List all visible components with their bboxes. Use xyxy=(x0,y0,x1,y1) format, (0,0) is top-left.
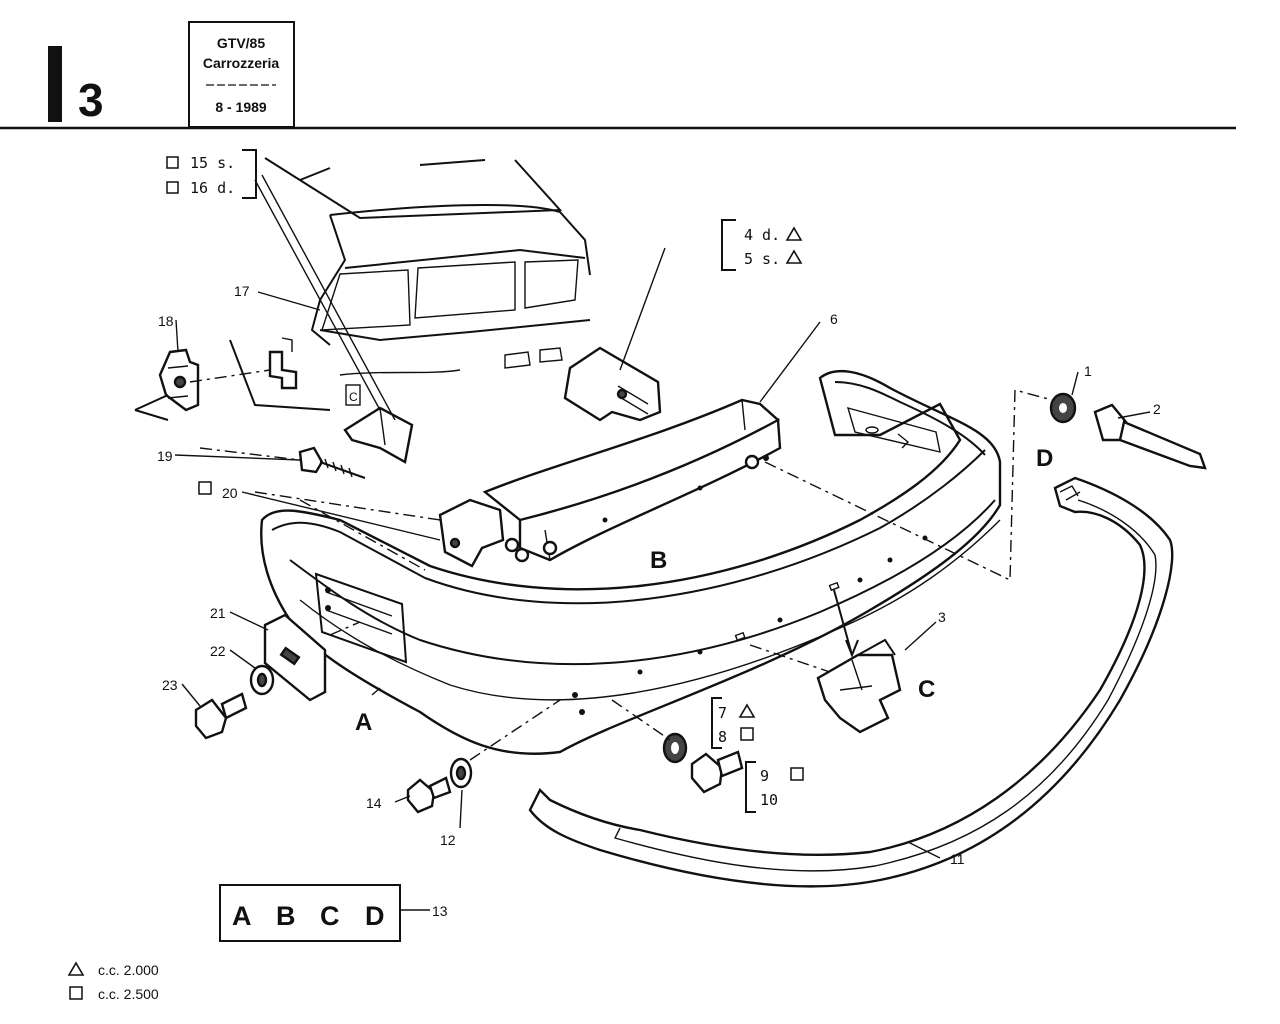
square-mark-20 xyxy=(198,481,212,495)
callout-3: 3 xyxy=(938,609,946,625)
kit-letter-a: A xyxy=(232,901,252,931)
leader-lines xyxy=(134,174,1151,911)
triangle-mark-4 xyxy=(785,226,803,241)
assembly-letter-b: B xyxy=(650,547,667,574)
model-label: GTV/85 xyxy=(217,35,265,51)
part-21-pad[interactable] xyxy=(263,613,327,702)
part-23-bolt[interactable] xyxy=(194,692,248,740)
kit-box-frame xyxy=(219,884,401,942)
callout-9: 9 xyxy=(760,767,769,785)
square-mark-16 xyxy=(166,181,179,194)
triangle-mark-5 xyxy=(785,249,803,264)
part-14-bolt[interactable] xyxy=(406,776,452,814)
date-label: 8 - 1989 xyxy=(215,99,267,115)
assembly-letters: A B C D xyxy=(355,445,1053,736)
car-rear-outline: C xyxy=(229,157,591,411)
square-mark-9 xyxy=(790,767,804,781)
callout-10: 10 xyxy=(760,791,778,809)
callout-13: 13 xyxy=(432,903,448,919)
callout-21: 21 xyxy=(210,605,226,621)
part-20-bracket[interactable] xyxy=(438,498,530,568)
callout-17: 17 xyxy=(234,283,250,299)
part-12-washer[interactable] xyxy=(449,757,473,789)
legend-square-text: c.c. 2.500 xyxy=(98,986,159,1002)
assembly-letter-c: C xyxy=(918,676,935,703)
exhaust-mark: C xyxy=(349,390,358,404)
part-1-washer[interactable] xyxy=(1049,392,1077,424)
callout-15: 15 s. xyxy=(190,154,235,172)
legend-triangle-text: c.c. 2.000 xyxy=(98,962,159,978)
header: 3 GTV/85 Carrozzeria 8 - 1989 xyxy=(0,21,1236,130)
legend: c.c. 2.000 c.c. 2.500 xyxy=(67,961,159,1002)
part-7-8-washer[interactable] xyxy=(662,732,688,764)
callout-22: 22 xyxy=(210,643,226,659)
callout-19: 19 xyxy=(157,448,173,464)
kit-letter-b: B xyxy=(276,901,296,931)
section-number: 3 xyxy=(78,74,104,126)
part-9-10-bolt[interactable] xyxy=(690,750,744,794)
part-4-5-bracket[interactable] xyxy=(563,346,662,422)
callout-8: 8 xyxy=(718,728,727,746)
part-17-bracket[interactable] xyxy=(268,337,298,390)
kit-letter-c: C xyxy=(320,901,340,931)
kit-letter-d: D xyxy=(365,901,385,931)
square-mark-15 xyxy=(166,156,179,169)
legend-square-icon xyxy=(69,986,83,1000)
part-22-washer[interactable] xyxy=(249,664,275,696)
callout-12: 12 xyxy=(440,832,456,848)
part-18-clip[interactable] xyxy=(158,348,200,412)
callout-labels: 1 2 3 6 11 12 14 17 18 19 20 21 22 23 13… xyxy=(157,149,1161,919)
part-6-reinforcement-beam[interactable] xyxy=(482,398,782,562)
legend-triangle-icon xyxy=(67,961,85,976)
callout-7: 7 xyxy=(718,704,727,722)
callout-14: 14 xyxy=(366,795,382,811)
callout-4: 4 d. xyxy=(744,226,780,244)
part-3-clip[interactable] xyxy=(816,638,902,734)
kit-box-13: A B C D xyxy=(219,884,401,942)
part-19-stud[interactable] xyxy=(298,446,366,479)
callout-11: 11 xyxy=(950,851,965,867)
section-letter-bar xyxy=(48,46,62,122)
part-2-pin[interactable] xyxy=(1093,403,1207,470)
group-label: Carrozzeria xyxy=(203,55,279,71)
part-a-bumper-shell[interactable] xyxy=(260,370,1002,755)
assembly-lines xyxy=(189,369,1053,761)
callout-23: 23 xyxy=(162,677,178,693)
triangle-mark-7 xyxy=(738,703,756,718)
square-mark-8 xyxy=(740,727,754,741)
callout-18: 18 xyxy=(158,313,174,329)
assembly-letter-d: D xyxy=(1036,445,1053,472)
part-11-rubber-strip[interactable] xyxy=(528,476,1174,888)
callout-5: 5 s. xyxy=(744,250,780,268)
callout-6: 6 xyxy=(830,311,838,327)
callout-16: 16 d. xyxy=(190,179,235,197)
callout-1: 1 xyxy=(1084,363,1092,379)
exhaust-outline xyxy=(345,384,361,406)
callout-20: 20 xyxy=(222,485,238,501)
callout-2: 2 xyxy=(1153,401,1161,417)
part-15-16-bracket[interactable] xyxy=(343,406,414,464)
assembly-letter-a: A xyxy=(355,709,372,736)
